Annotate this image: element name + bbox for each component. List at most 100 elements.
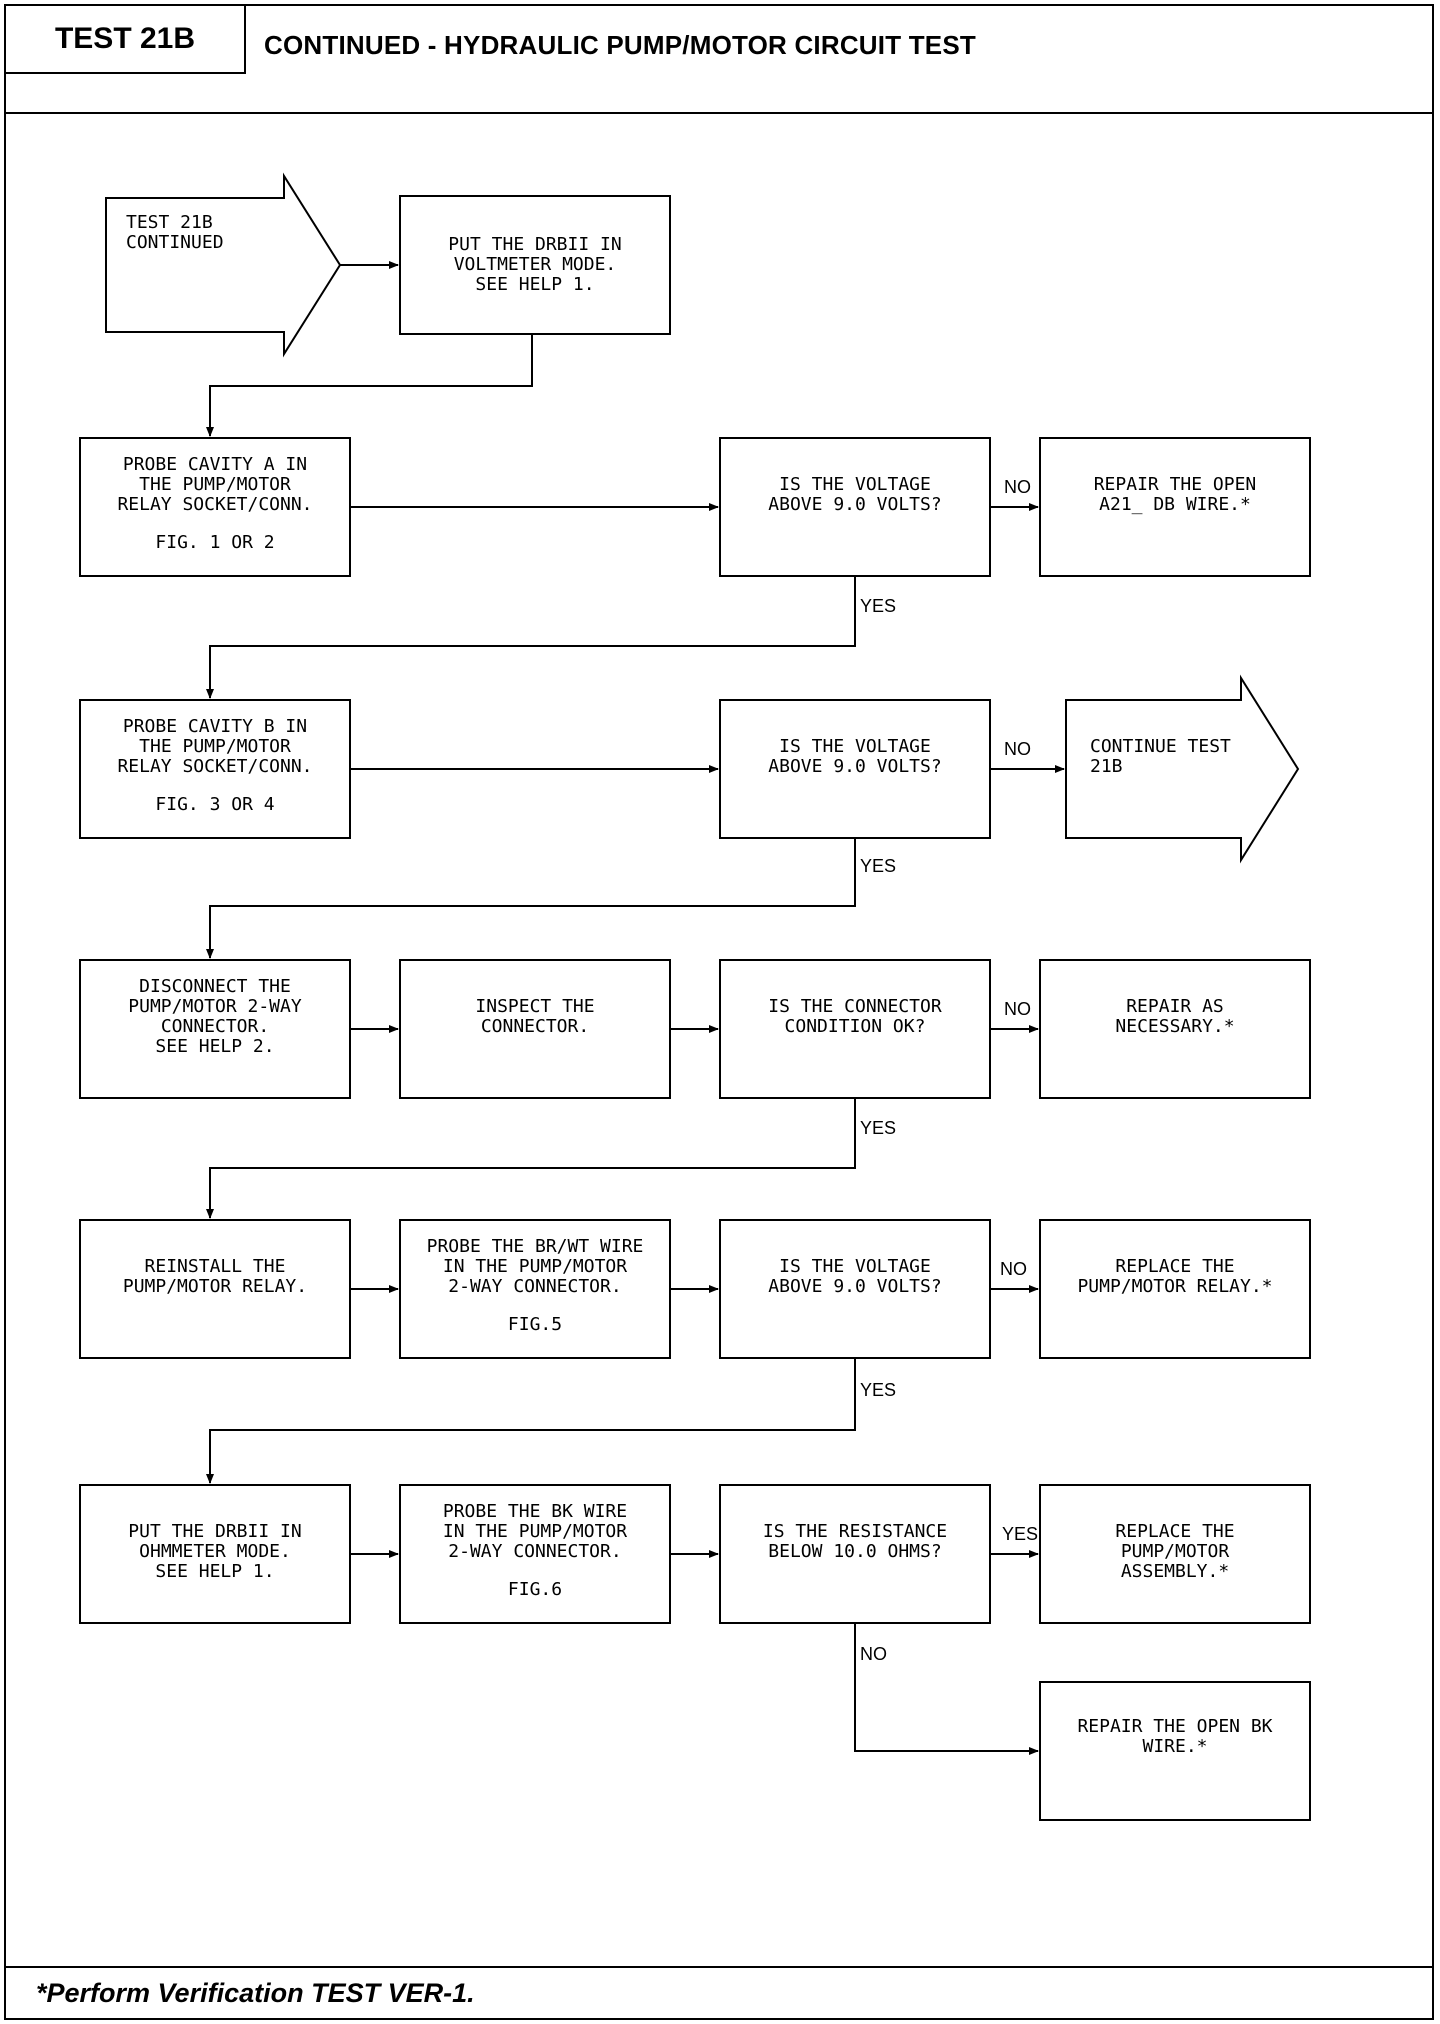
- probe-cavity-a-box-figure-ref: FIG. 1 OR 2: [155, 532, 274, 553]
- replace-assembly-box-line: REPLACE THE: [1115, 1521, 1234, 1542]
- inspect-connector-box-line: CONNECTOR.: [481, 1016, 589, 1037]
- probe-cavity-b-box-line: THE PUMP/MOTOR: [139, 736, 291, 757]
- diagram-sheet: TEST 21B CONTINUED - HYDRAULIC PUMP/MOTO…: [4, 4, 1434, 2020]
- replace-relay-box-frame: [1039, 1219, 1311, 1359]
- probe-bk-box-line: IN THE PUMP/MOTOR: [443, 1521, 627, 1542]
- repair-a21-box-line: A21_ DB WIRE.*: [1099, 494, 1251, 515]
- continue-test-arrow-frame: [1065, 674, 1300, 864]
- header-bar: TEST 21B CONTINUED - HYDRAULIC PUMP/MOTO…: [6, 6, 1432, 114]
- voltage-check-2-line: ABOVE 9.0 VOLTS?: [768, 756, 941, 777]
- probe-brwt-box-line: IN THE PUMP/MOTOR: [443, 1256, 627, 1277]
- replace-assembly-box-line: PUMP/MOTOR: [1121, 1541, 1230, 1562]
- probe-cavity-b-box-line: PROBE CAVITY B IN: [123, 716, 307, 737]
- connector-check1-yes: [206, 576, 856, 699]
- repair-bk-box-line: REPAIR THE OPEN BK: [1077, 1716, 1272, 1737]
- probe-bk-box-line: 2-WAY CONNECTOR.: [448, 1541, 621, 1562]
- put-voltmeter-box-line: PUT THE DRBII IN: [448, 234, 621, 255]
- put-ohmmeter-box-line: OHMMETER MODE.: [139, 1541, 291, 1562]
- continue-test-arrow-line: 21B: [1090, 756, 1123, 777]
- probe-cavity-a-box-line: THE PUMP/MOTOR: [139, 474, 291, 495]
- label-no: NO: [1000, 1259, 1027, 1279]
- connector-check-frame: [719, 959, 991, 1099]
- probe-cavity-a-box-frame: [79, 437, 351, 577]
- voltage-check-1-line: ABOVE 9.0 VOLTS?: [768, 494, 941, 515]
- voltage-check-3-line: IS THE VOLTAGE: [779, 1256, 931, 1277]
- resistance-check-line: IS THE RESISTANCE: [763, 1521, 947, 1542]
- probe-bk-box-figure-ref: FIG.6: [508, 1579, 562, 1600]
- connector-check-line: CONDITION OK?: [785, 1016, 926, 1037]
- voltage-check-3-line: ABOVE 9.0 VOLTS?: [768, 1276, 941, 1297]
- footer-note: *Perform Verification TEST VER-1.: [36, 1978, 475, 2008]
- label-no: NO: [860, 1644, 887, 1664]
- connector-lines: [206, 261, 1065, 1755]
- resistance-check-line: BELOW 10.0 OHMS?: [768, 1541, 941, 1562]
- start-arrow-frame: [105, 172, 342, 358]
- probe-cavity-b-box-line: RELAY SOCKET/CONN.: [117, 756, 312, 777]
- voltage-check-1-line: IS THE VOLTAGE: [779, 474, 931, 495]
- resistance-check-frame: [719, 1484, 991, 1624]
- put-voltmeter-box-line: VOLTMETER MODE.: [454, 254, 617, 275]
- connector-connector-yes: [206, 1098, 856, 1219]
- label-yes: YES: [860, 1380, 896, 1400]
- connector-resistance-no: [854, 1623, 1039, 1755]
- label-yes: YES: [860, 596, 896, 616]
- reinstall-relay-box-line: PUMP/MOTOR RELAY.: [123, 1276, 307, 1297]
- test-id: TEST 21B: [6, 6, 246, 74]
- disconnect-connector-box-line: PUMP/MOTOR 2-WAY: [128, 996, 302, 1017]
- repair-as-necessary-box-frame: [1039, 959, 1311, 1099]
- probe-cavity-b-box-frame: [79, 699, 351, 839]
- disconnect-connector-box-frame: [79, 959, 351, 1099]
- voltage-check-1-frame: [719, 437, 991, 577]
- start-arrow-line: TEST 21B: [126, 212, 213, 233]
- inspect-connector-box-frame: [399, 959, 671, 1099]
- repair-as-necessary-box-line: REPAIR AS: [1126, 996, 1224, 1017]
- footer-bar: *Perform Verification TEST VER-1.: [6, 1966, 1432, 2018]
- repair-bk-box-line: WIRE.*: [1142, 1736, 1207, 1757]
- page-title: CONTINUED - HYDRAULIC PUMP/MOTOR CIRCUIT…: [264, 30, 976, 60]
- connector-check2-yes: [206, 838, 856, 959]
- replace-relay-box-line: REPLACE THE: [1115, 1256, 1234, 1277]
- probe-bk-box-frame: [399, 1484, 671, 1624]
- repair-bk-box-frame: [1039, 1681, 1311, 1821]
- put-voltmeter-box-line: SEE HELP 1.: [475, 274, 594, 295]
- connector-voltmeter-to-probe-a: [206, 334, 533, 437]
- put-ohmmeter-box-frame: [79, 1484, 351, 1624]
- repair-a21-box-line: REPAIR THE OPEN: [1094, 474, 1257, 495]
- label-yes: YES: [1002, 1524, 1038, 1544]
- probe-brwt-box-line: 2-WAY CONNECTOR.: [448, 1276, 621, 1297]
- probe-brwt-box-line: PROBE THE BR/WT WIRE: [427, 1236, 644, 1257]
- inspect-connector-box-line: INSPECT THE: [475, 996, 594, 1017]
- disconnect-connector-box-line: DISCONNECT THE: [139, 976, 291, 997]
- put-voltmeter-box-frame: [399, 195, 671, 335]
- voltage-check-3-frame: [719, 1219, 991, 1359]
